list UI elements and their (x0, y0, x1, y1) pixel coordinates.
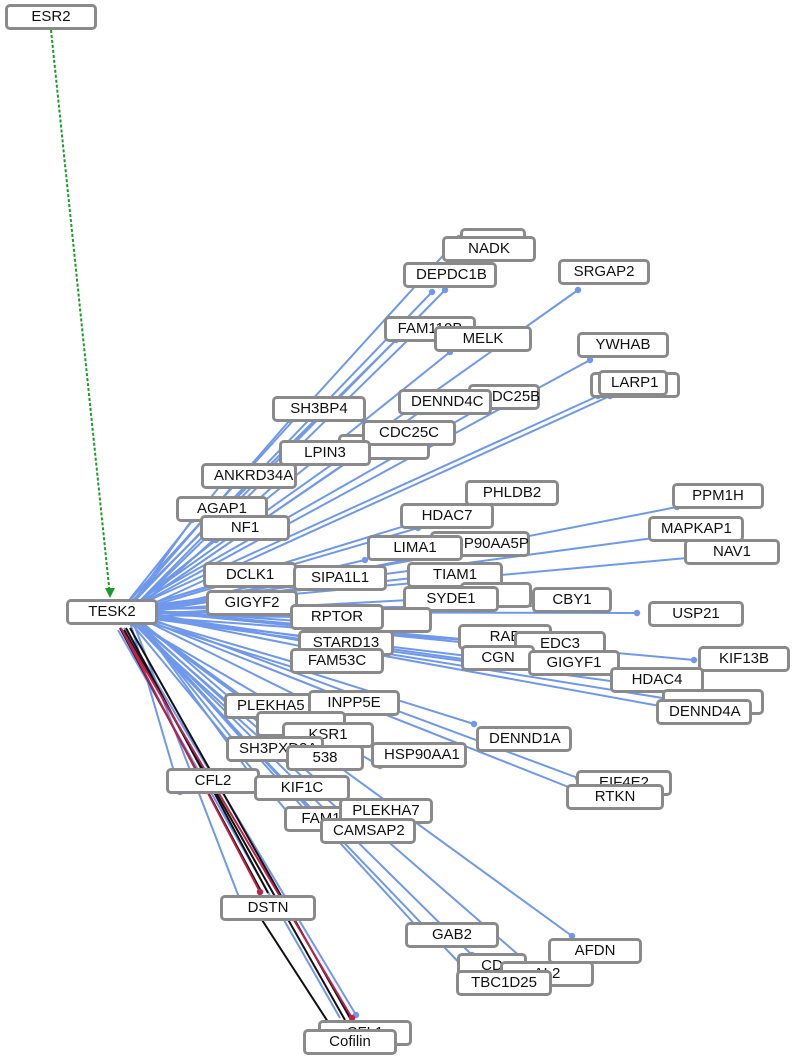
node-nf1[interactable]: NF1 (200, 515, 290, 541)
node-larp1[interactable]: LARP1 (598, 370, 668, 396)
node-rptor[interactable]: RPTOR (290, 604, 384, 630)
node-depdc1b[interactable]: DEPDC1B (403, 262, 497, 288)
edge-tesk2-cofilin-red (121, 629, 353, 1019)
edge-dot-depdc1b-2 (441, 286, 449, 294)
node-camsap2[interactable]: CAMSAP2 (320, 818, 416, 844)
node-ppm1h[interactable]: PPM1H (672, 483, 764, 509)
edge-tesk2-gab2-58 (127, 611, 421, 931)
node-esr2[interactable]: ESR2 (5, 4, 97, 30)
node-dennd4c[interactable]: DENND4C (398, 389, 492, 415)
node-lpin3[interactable]: LPIN3 (279, 440, 371, 466)
edge-dot-lima1-23 (361, 556, 369, 564)
edge-dot-srgap2-3 (574, 286, 582, 294)
node-cfl2[interactable]: CFL2 (166, 768, 260, 794)
node-hsp90aa1[interactable]: HSP90AA1 (371, 742, 467, 768)
edge-tesk2-nadk-0 (121, 237, 460, 610)
node-sh3bp4[interactable]: SH3BP4 (272, 396, 366, 422)
node-kif1c[interactable]: KIF1C (254, 775, 350, 801)
node-rtkn[interactable]: RTKN (566, 784, 664, 810)
node-nav1[interactable]: NAV1 (684, 539, 780, 565)
edge-dstn-cofilin-black (261, 919, 331, 1026)
edge-dot-depdc1b-1 (428, 288, 436, 296)
node-usp21[interactable]: USP21 (648, 601, 744, 627)
node-ywhab[interactable]: YWHAB (577, 332, 669, 358)
node-gab2[interactable]: GAB2 (405, 922, 499, 948)
edge-dot-afdn-59 (568, 932, 576, 940)
edge-dot-ywhab-7 (586, 356, 594, 364)
node-tbc1d25[interactable]: TBC1D25 (456, 970, 552, 996)
node-hdac7[interactable]: HDAC7 (400, 503, 494, 529)
edge-dot-kif13b-39 (690, 656, 698, 664)
node-tesk2[interactable]: TESK2 (66, 599, 158, 625)
node-dennd4a[interactable]: DENND4A (656, 699, 752, 725)
node-fam53c[interactable]: FAM53C (290, 648, 384, 674)
edge-tesk2-afdn-59 (129, 614, 573, 937)
node-afdn[interactable]: AFDN (548, 938, 642, 964)
node-cofilin[interactable]: Cofilin (303, 1029, 397, 1055)
node-hdac4[interactable]: HDAC4 (610, 667, 704, 693)
edge-tesk2-inpp5e-45 (121, 608, 319, 707)
node-lima1[interactable]: LIMA1 (367, 535, 463, 561)
node-dstn[interactable]: DSTN (220, 895, 316, 921)
node-ankrd34a[interactable]: ANKRD34A (201, 463, 297, 489)
node-cgn[interactable]: CGN (461, 645, 535, 671)
node-melk[interactable]: MELK (434, 326, 532, 352)
node-dennd1a[interactable]: DENND1A (476, 726, 572, 752)
edge-esr2-tesk2-arrowhead (105, 588, 115, 598)
edge-tesk2-dennd4a-43 (127, 611, 676, 701)
node-phldb2[interactable]: PHLDB2 (465, 480, 559, 506)
edge-dot-cofilin-red (348, 1014, 356, 1022)
node-cdc25c[interactable]: CDC25C (362, 420, 456, 446)
node-nadk[interactable]: NADK (442, 236, 536, 262)
edge-dot-dstn-red (256, 888, 264, 896)
edge-tesk2-cfl2-53 (127, 614, 181, 793)
edge-dot-usp21-31 (633, 609, 641, 617)
node-dclk1[interactable]: DCLK1 (203, 562, 297, 588)
edge-dot-dennd1a-47 (470, 720, 478, 728)
edge-tesk2-agap1-18 (127, 519, 193, 610)
node-kif13b[interactable]: KIF13B (698, 646, 790, 672)
node-gigyf1[interactable]: GIGYF1 (528, 650, 620, 676)
node-inpp5e[interactable]: INPP5E (308, 690, 400, 716)
edge-tesk2-dstn-red (120, 627, 261, 893)
node-sipa1l1[interactable]: SIPA1L1 (293, 565, 387, 591)
node-kiaa1538[interactable]: 538 (286, 745, 364, 771)
node-srgap2[interactable]: SRGAP2 (558, 259, 650, 285)
node-gigyf2[interactable]: GIGYF2 (206, 590, 298, 616)
edge-esr2-tesk2 (50, 29, 111, 597)
node-cby1[interactable]: CBY1 (532, 587, 612, 613)
